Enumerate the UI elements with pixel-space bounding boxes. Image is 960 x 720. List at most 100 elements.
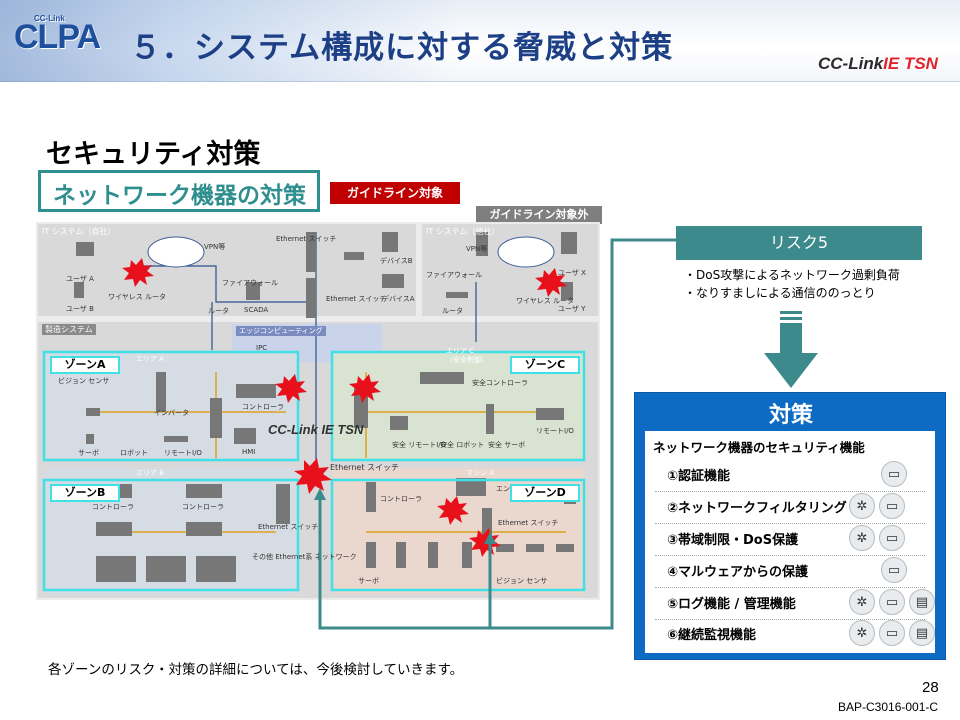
remote-io-c-label: リモートI/O: [536, 427, 574, 435]
device-a-label: デバイスA: [382, 295, 415, 303]
risk-connector: [318, 238, 676, 630]
device-icon: ▭: [881, 557, 907, 583]
safety-robot-label: 安全 ロボット: [440, 441, 485, 449]
area-a-label: エリア A: [136, 355, 165, 363]
hmi-label: HMI: [242, 448, 256, 456]
cloud-icon-other: [497, 236, 555, 268]
user-b-label: ユーザ B: [66, 305, 94, 313]
user-y-label: ユーザ Y: [558, 305, 586, 313]
cloud-icon-own: [147, 236, 205, 268]
manufacturing-label: 製造システム: [42, 324, 96, 335]
other-ethernet-label: その他 Ethernet系 ネットワーク: [252, 553, 357, 561]
ethernet-switch-label-1: Ethernet スイッチ: [276, 235, 337, 243]
area-c-label: エリア C: [446, 347, 475, 355]
divider: [655, 555, 925, 556]
page-number: 28: [922, 679, 939, 696]
risk-connector-head-1: [314, 488, 326, 500]
firewall-label: ファイアウォール: [222, 279, 278, 287]
network-icon: ✲: [849, 525, 875, 551]
device-icon: ▭: [879, 525, 905, 551]
ipc-label: IPC: [256, 344, 268, 352]
zone-b-tag: ゾーンB: [50, 484, 120, 502]
zone-a-tag: ゾーンA: [50, 356, 120, 374]
network-icon: ✲: [849, 493, 875, 519]
measure-item-6: ⑥継続監視機能: [667, 628, 757, 643]
device-b-label: デバイスB: [380, 257, 413, 265]
it-own-label: IT システム（自社）: [42, 227, 116, 236]
measure-item-6-icons: ✲ ▭ ▤: [849, 620, 935, 646]
device-glyphs: [74, 232, 577, 582]
header-background: [0, 0, 460, 82]
divider: [655, 587, 925, 588]
risk-connector-2: [488, 540, 612, 630]
guideline-badge: ガイドライン対象: [330, 182, 460, 204]
area-c-note: （安全制御）: [446, 356, 488, 364]
measures-panel: 対策 ネットワーク機器のセキュリティ機能 ①認証機能 ▭ ②ネットワークフィルタ…: [634, 392, 946, 660]
firewall-other-label: ファイアウォール: [426, 271, 482, 279]
clpa-logo: CC-Link CLPA: [14, 14, 112, 70]
ethernet-switch-center-label: Ethernet スイッチ: [330, 463, 400, 472]
cclink-logo-left: CC-Link: [818, 54, 884, 73]
device-icon: ▭: [879, 493, 905, 519]
ethernet-switch-d-label: Ethernet スイッチ: [498, 519, 559, 527]
controller-d-label: コントローラ: [380, 495, 422, 503]
zone-c-tag: ゾーンC: [510, 356, 580, 374]
controller-a-label: コントローラ: [242, 403, 284, 411]
measure-item-4: ④マルウェアからの保護: [667, 565, 809, 580]
measure-item-2: ②ネットワークフィルタリング: [667, 501, 847, 516]
risk-item-1: ・DoS攻撃によるネットワーク過剰負荷: [684, 268, 900, 282]
measure-item-5: ⑤ログ機能 / 管理機能: [667, 597, 796, 612]
divider: [655, 491, 925, 492]
controller-b-label-1: コントローラ: [92, 503, 134, 511]
measure-item-5-icons: ✲ ▭ ▤: [849, 589, 935, 615]
servo-a-label: サーボ: [78, 449, 99, 457]
ethernet-switch-label-2: Ethernet スイッチ: [326, 295, 387, 303]
wireless-router-other-label: ワイヤレス ルータ: [516, 297, 575, 305]
risk-item-2: ・なりすましによる通信ののっとり: [684, 286, 876, 300]
measure-item-2-icons: ✲ ▭: [849, 493, 905, 519]
zone-d-tag: ゾーンD: [510, 484, 580, 502]
it-own-region: [38, 224, 416, 316]
network-diagram-svg: [38, 224, 598, 598]
measure-item-3-icons: ✲ ▭: [849, 525, 905, 551]
device-icon: ▭: [879, 620, 905, 646]
vpn-other-label: VPN等: [466, 245, 488, 253]
measures-subtitle: ネットワーク機器のセキュリティ機能: [653, 440, 865, 455]
down-arrow: [764, 311, 818, 388]
footer-note: 各ゾーンのリスク・対策の詳細については、今後検討していきます。: [48, 662, 464, 678]
safety-controller-label: 安全コントローラ: [472, 379, 528, 387]
measure-item-1: ①認証機能: [667, 469, 731, 484]
measure-item-3: ③帯域制限・DoS保護: [667, 533, 799, 548]
safety-remote-io-label: 安全 リモートI/O: [392, 441, 447, 449]
page-title: ５．システム構成に対する脅威と対策: [130, 30, 674, 66]
safety-servo-label: 安全 サーボ: [488, 441, 526, 449]
servo-d-label: サーボ: [358, 577, 379, 585]
router-other-label: ルータ: [442, 307, 463, 315]
user-a-label: ユーザ A: [66, 275, 94, 283]
section-title: セキュリティ対策: [46, 139, 261, 170]
robot-a-label: ロボット: [120, 449, 148, 457]
measure-item-1-icons: ▭: [881, 461, 907, 487]
risk-title: リスク5: [676, 226, 922, 260]
machine-a-label: マシン A: [466, 469, 495, 477]
clpa-logo-text: CLPA: [14, 18, 101, 56]
divider: [655, 619, 925, 620]
risk-connector-head-2: [484, 532, 496, 544]
threat-icon: [294, 458, 332, 494]
guideline-out-badge: ガイドライン対象外: [476, 206, 602, 224]
measure-item-4-icons: ▭: [881, 557, 907, 583]
controller-b-label-2: コントローラ: [182, 503, 224, 511]
threat-icon: [349, 374, 381, 403]
divider: [655, 523, 925, 524]
threat-icon: [122, 258, 154, 287]
edge-label: エッジコンピューティング: [236, 326, 326, 336]
cclink-diagram-logo: CC-Link IE TSN: [268, 422, 364, 437]
vision-sensor-d-label: ビジョン センサ: [496, 577, 548, 585]
network-diagram: IT システム（自社） IT システム（他社） 製造システム エッジコンピューテ…: [36, 222, 600, 600]
wireless-router-label: ワイヤレス ルータ: [108, 293, 167, 301]
area-b-label: エリア B: [136, 469, 165, 477]
subsection-title: ネットワーク機器の対策: [38, 170, 320, 212]
device-icon: ▭: [879, 589, 905, 615]
network-icon: ✲: [849, 620, 875, 646]
